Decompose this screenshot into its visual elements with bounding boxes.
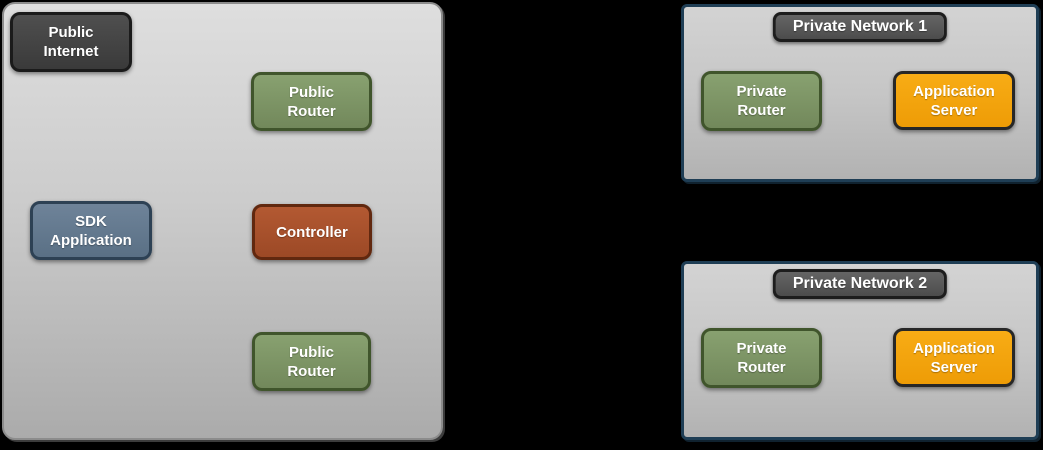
private-network-2-private-router-node: Private Router: [701, 328, 822, 388]
private-network-1-title: Private Network 1: [772, 12, 948, 42]
sdk-application-node: SDK Application: [30, 201, 152, 260]
public-router-bottom-node: Public Router: [252, 332, 371, 391]
private-network-1: Private Network 1 Private Router Applica…: [681, 4, 1039, 182]
private-network-2-application-server-node: Application Server: [893, 328, 1015, 387]
public-zone: Public Internet Public Router SDK Applic…: [2, 2, 443, 440]
private-network-2: Private Network 2 Private Router Applica…: [681, 261, 1039, 440]
public-router-top-node: Public Router: [251, 72, 372, 131]
controller-node: Controller: [252, 204, 372, 260]
public-internet-node: Public Internet: [10, 12, 132, 72]
private-network-2-title: Private Network 2: [772, 269, 948, 299]
private-network-1-private-router-node: Private Router: [701, 71, 822, 131]
private-network-1-application-server-node: Application Server: [893, 71, 1015, 130]
